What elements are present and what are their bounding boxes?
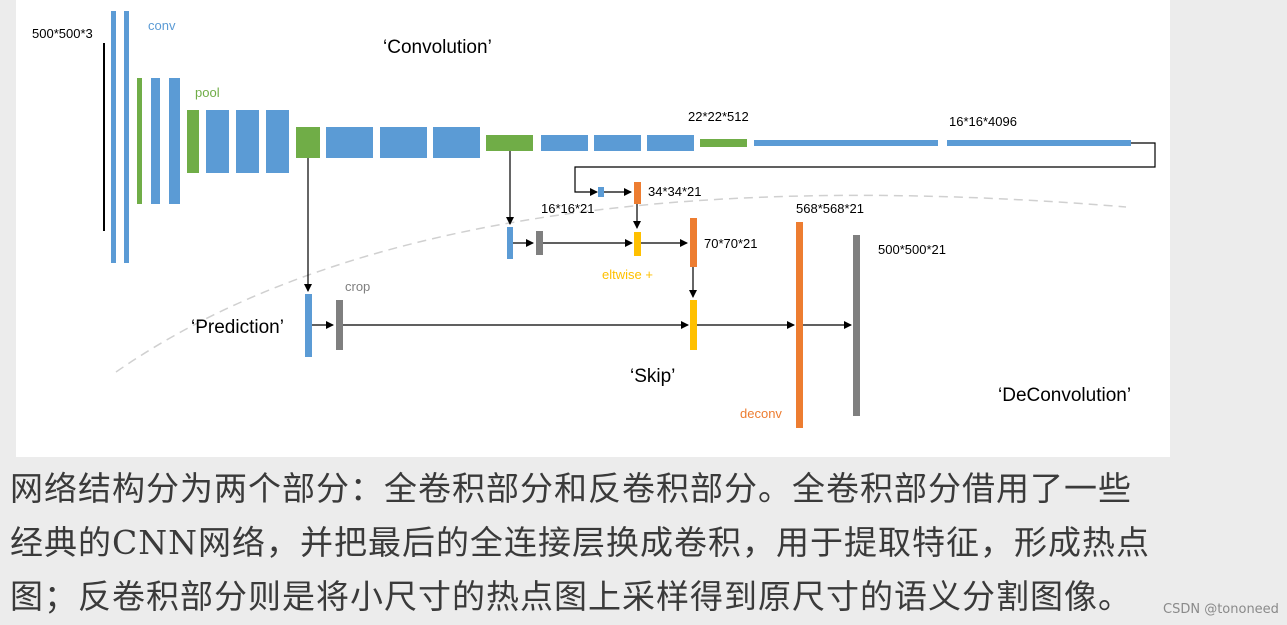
deconvolution-title: ‘DeConvolution’ [998, 385, 1131, 406]
score-16-layer [598, 187, 604, 197]
size-70-label: 70*70*21 [704, 236, 758, 251]
fcn-architecture-figure: 500*500*3 conv pool ‘Convolution’ 22*22*… [16, 0, 1170, 457]
conv-layer [236, 110, 259, 173]
size-568-label: 568*568*21 [796, 201, 864, 216]
conv-layer [541, 135, 588, 151]
conv-layer [380, 127, 427, 158]
upsample-70-layer [690, 218, 697, 267]
conv-layer [326, 127, 373, 158]
size-22-label: 22*22*512 [688, 109, 749, 124]
caption-paragraph: 网络结构分为两个部分：全卷积部分和反卷积部分。全卷积部分借用了一些 经典的CNN… [10, 462, 1250, 624]
fc-conv-layer [947, 140, 1131, 146]
deconv-label: deconv [740, 406, 782, 421]
conv-layer [151, 78, 160, 204]
caption-line: 网络结构分为两个部分：全卷积部分和反卷积部分。全卷积部分借用了一些 [10, 469, 1132, 508]
size-16-4096-label: 16*16*4096 [949, 114, 1017, 129]
pool-layer [137, 78, 142, 204]
conv-layer [169, 78, 180, 204]
conv-layer [594, 135, 641, 151]
pool-layer [296, 127, 320, 158]
conv-layer [206, 110, 229, 173]
output-crop-layer [853, 235, 860, 416]
caption-line: 经典的CNN网络，并把最后的全连接层换成卷积，用于提取特征，形成热点 [10, 523, 1150, 562]
pool-label: pool [195, 85, 220, 100]
conv-layer [111, 11, 116, 263]
eltwise-label: eltwise + [602, 267, 653, 282]
crop-layer [536, 231, 543, 255]
watermark-text: CSDN @tononeed [1163, 602, 1279, 617]
conv-layer [647, 135, 694, 151]
fcn-diagram: 500*500*3 conv pool ‘Convolution’ 22*22*… [32, 11, 1156, 428]
convolution-title: ‘Convolution’ [383, 37, 492, 58]
fc-conv-layer [754, 140, 938, 146]
size-16-21-label: 16*16*21 [541, 201, 595, 216]
upsample-34-layer [634, 182, 641, 204]
pool-layer [187, 110, 199, 173]
eltwise-layer [634, 232, 641, 256]
deconv-layer [796, 222, 803, 428]
conv-layer [433, 127, 480, 158]
input-size-label: 500*500*3 [32, 26, 93, 41]
crop-layer [336, 300, 343, 350]
fc-loop-connector [574, 142, 1156, 196]
pool4-score-layer [507, 227, 513, 259]
conv-layer [266, 110, 289, 173]
prediction-title: ‘Prediction’ [191, 317, 284, 338]
eltwise-layer [690, 300, 697, 350]
pool-layer [486, 135, 533, 151]
skip-title: ‘Skip’ [630, 366, 675, 387]
crop-label: crop [345, 279, 370, 294]
caption-line: 图；反卷积部分则是将小尺寸的热点图上采样得到原尺寸的语义分割图像。 [10, 577, 1132, 616]
conv-label: conv [148, 18, 176, 33]
pool3-score-layer [305, 294, 312, 357]
boundary-curve [115, 194, 1127, 373]
pool-layer [700, 139, 747, 147]
size-34-label: 34*34*21 [648, 184, 702, 199]
conv-layer [124, 11, 129, 263]
size-500-21-label: 500*500*21 [878, 242, 946, 257]
